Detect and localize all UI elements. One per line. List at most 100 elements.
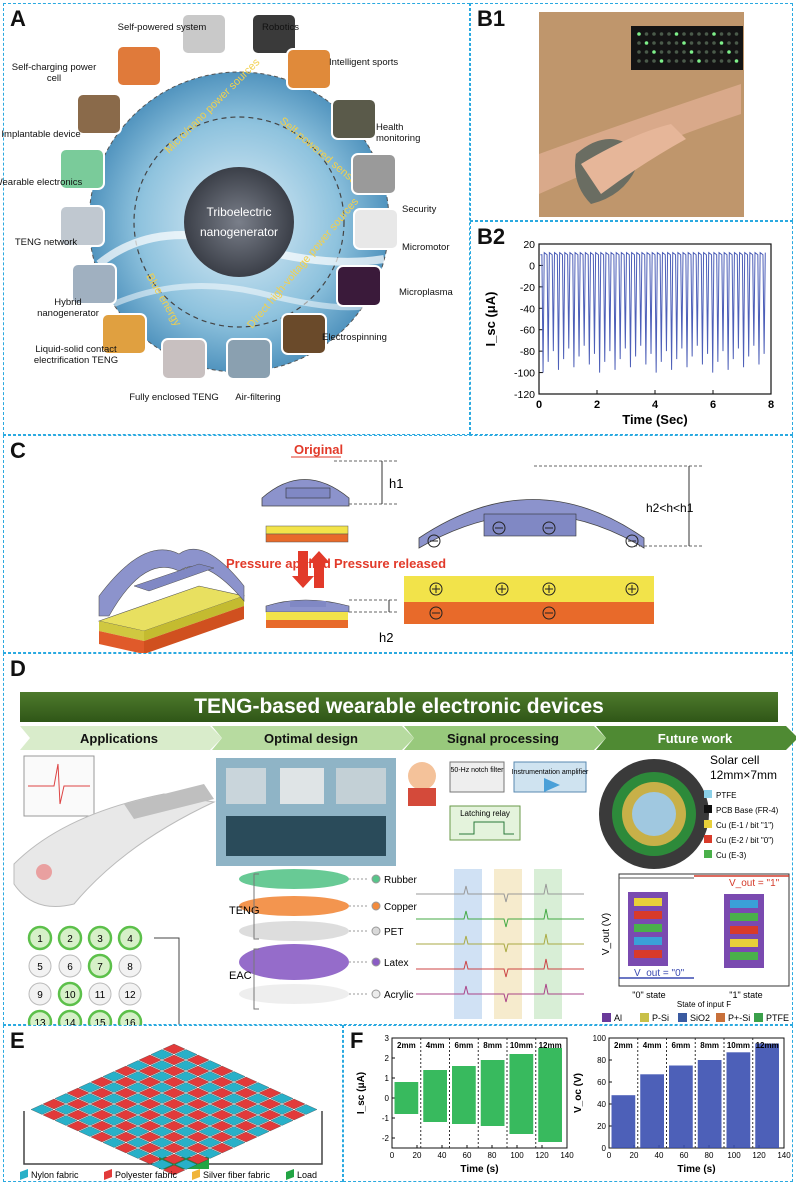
f-bar [509, 1054, 534, 1134]
e-legend-label: Polyester fabric [115, 1170, 178, 1180]
solar-label: Solar cell [710, 753, 759, 767]
plus-sign [542, 582, 556, 596]
e-weave-cell [246, 1104, 270, 1115]
panel-a-thumb [181, 13, 227, 55]
e-weave-cell [174, 1082, 198, 1093]
e-legend-label: Nylon fabric [31, 1170, 79, 1180]
minus-sign [542, 606, 556, 620]
e-weave-cell [222, 1071, 246, 1082]
e-weave-cell [162, 1098, 186, 1110]
panel-a-item-label: Intelligent sports [329, 57, 399, 68]
layer-label: PET [384, 927, 403, 938]
led-dot [719, 50, 724, 54]
led-dot [652, 50, 656, 54]
led-dot [704, 32, 709, 36]
panel-a-core [184, 167, 294, 277]
f-ytick-label: 2 [385, 1054, 390, 1063]
state1-label: "1" state [729, 990, 762, 1000]
e-weave-cell [138, 1120, 162, 1132]
e-weave-cell [210, 1076, 234, 1088]
f-category-label: 2mm [614, 1041, 633, 1050]
e-weave-cell [102, 1104, 126, 1115]
layer-swatch [371, 957, 381, 967]
e-weave-cell [150, 1148, 174, 1159]
e-weave-cell [246, 1082, 270, 1093]
led-dot [697, 50, 701, 54]
minus-sign [492, 521, 506, 535]
solar-size-label: 12mm×7mm [710, 768, 777, 782]
led-dot [667, 41, 671, 45]
e-weave-cell [222, 1137, 246, 1148]
e-weave-cell [150, 1071, 174, 1082]
e-weave-cell [198, 1071, 222, 1082]
led-dot [667, 59, 671, 63]
grid-cell [57, 925, 83, 951]
material-label: P-Si [652, 1013, 669, 1023]
f-bar [480, 1060, 505, 1126]
e-weave-cell [162, 1087, 186, 1099]
led-dot [644, 59, 649, 63]
e-weave-cell [114, 1065, 138, 1077]
material-swatch [678, 1013, 687, 1022]
e-weave-cell [162, 1142, 186, 1154]
center-text-1: Triboelectric [207, 205, 272, 219]
stage-arrow [212, 726, 414, 750]
e-weave-cell [198, 1060, 222, 1071]
e-weave-cell [126, 1093, 150, 1104]
e-legend-swatch [286, 1169, 294, 1180]
e-weave-cell [282, 1098, 306, 1110]
f-ytick-label: 100 [593, 1034, 607, 1043]
e-weave-cell [150, 1060, 174, 1071]
e-weave-cell [114, 1142, 138, 1154]
layer-swatch [371, 874, 381, 884]
e-weave-cell [138, 1076, 162, 1088]
panel-label-f: F [350, 1028, 364, 1053]
f-xtick-label: 40 [438, 1151, 447, 1160]
panel-a-thumb [59, 148, 105, 190]
f-ytick-label: -1 [382, 1114, 390, 1123]
e-weave-cell [102, 1093, 126, 1104]
e-weave-cell [162, 1076, 186, 1088]
b2-xtick-label: 0 [536, 399, 542, 411]
grid-number: 1 [37, 934, 43, 945]
state1-layer [730, 913, 758, 921]
panel-a-item-label: Electrospinning [322, 332, 387, 343]
e-weave-cell [186, 1120, 210, 1132]
h1-label: h1 [389, 476, 403, 491]
e-weave-cell [258, 1087, 282, 1099]
plus-sign [495, 582, 509, 596]
e-weave-cell [234, 1131, 258, 1143]
led-dot [667, 50, 671, 54]
f-xlabel: Time (s) [460, 1164, 498, 1175]
led-dot [697, 59, 701, 63]
solar-disk-core [632, 792, 676, 836]
panel-a-item-label: Microplasma [399, 287, 453, 298]
e-weave-cell [162, 1054, 186, 1066]
material-label: SiO2 [690, 1013, 710, 1023]
f-ytick-label: -2 [382, 1134, 390, 1143]
layer-disc [239, 869, 349, 889]
panel-a-item-label: Robotics [262, 22, 299, 33]
f-ytick-label: 60 [597, 1078, 606, 1087]
h2-label: h2 [379, 630, 393, 645]
layer-disc [239, 921, 349, 941]
e-weave-cell [78, 1082, 102, 1093]
stage-label-2: Signal processing [447, 731, 559, 746]
grid-number: 16 [124, 1018, 136, 1029]
stage-arrow [596, 726, 796, 750]
f-bar [611, 1095, 636, 1148]
e-weave-cell [270, 1115, 294, 1126]
panel-a-item-label: Health monitoring [376, 122, 421, 144]
eac-bracket-label: EAC [229, 970, 252, 982]
future-legend-label: PCB Base (FR-4) [716, 806, 779, 815]
led-dot [637, 50, 641, 54]
e-weave-cell [186, 1142, 210, 1154]
minus-sign [429, 606, 443, 620]
stage-label-3: Future work [658, 731, 733, 746]
e-weave-cell [114, 1087, 138, 1099]
notch-filter-label: 50-Hz notch filter [451, 767, 505, 774]
layer-swatch [371, 926, 381, 936]
grid-number: 12 [124, 990, 136, 1001]
